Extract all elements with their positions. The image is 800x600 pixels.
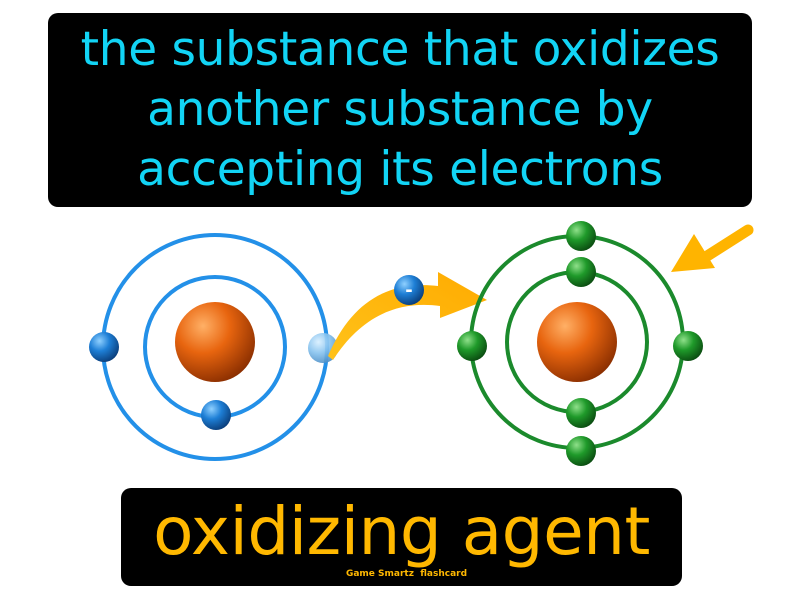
transfer-arrow-body [328, 272, 487, 360]
left-atom-nucleus [175, 302, 255, 382]
pointer-arrow [671, 224, 754, 272]
left-electron-outer-left [89, 332, 119, 362]
definition-line-3: accepting its electrons [137, 142, 663, 197]
transfer-arrow [328, 272, 487, 360]
transferred-electron: - [394, 275, 424, 305]
definition-line-2: another substance by [147, 82, 653, 137]
right-electron-inner-bottom [566, 398, 596, 428]
left-electron-inner-bottom [201, 400, 231, 430]
right-electron-inner-top [566, 257, 596, 287]
right-atom [457, 221, 703, 466]
right-electron-outer-left [457, 331, 487, 361]
definition-box: the substance that oxidizes another subs… [48, 13, 752, 207]
right-electron-outer-top [566, 221, 596, 251]
left-atom [89, 233, 338, 461]
term-box: oxidizing agent Game Smartz flashcard [121, 488, 682, 586]
pointer-arrow-head [671, 234, 715, 272]
right-electron-outer-bottom [566, 436, 596, 466]
definition-line-1: the substance that oxidizes [80, 22, 720, 77]
electron-minus-sign: - [405, 280, 412, 301]
transferred-electron-ball [394, 275, 424, 305]
right-atom-nucleus [537, 302, 617, 382]
electron-transfer-diagram: - [89, 221, 754, 466]
term-title: oxidizing agent [153, 493, 650, 570]
right-electron-outer-right [673, 331, 703, 361]
pointer-arrow-shaft [698, 224, 754, 264]
credit-text: Game Smartz flashcard [345, 569, 468, 579]
